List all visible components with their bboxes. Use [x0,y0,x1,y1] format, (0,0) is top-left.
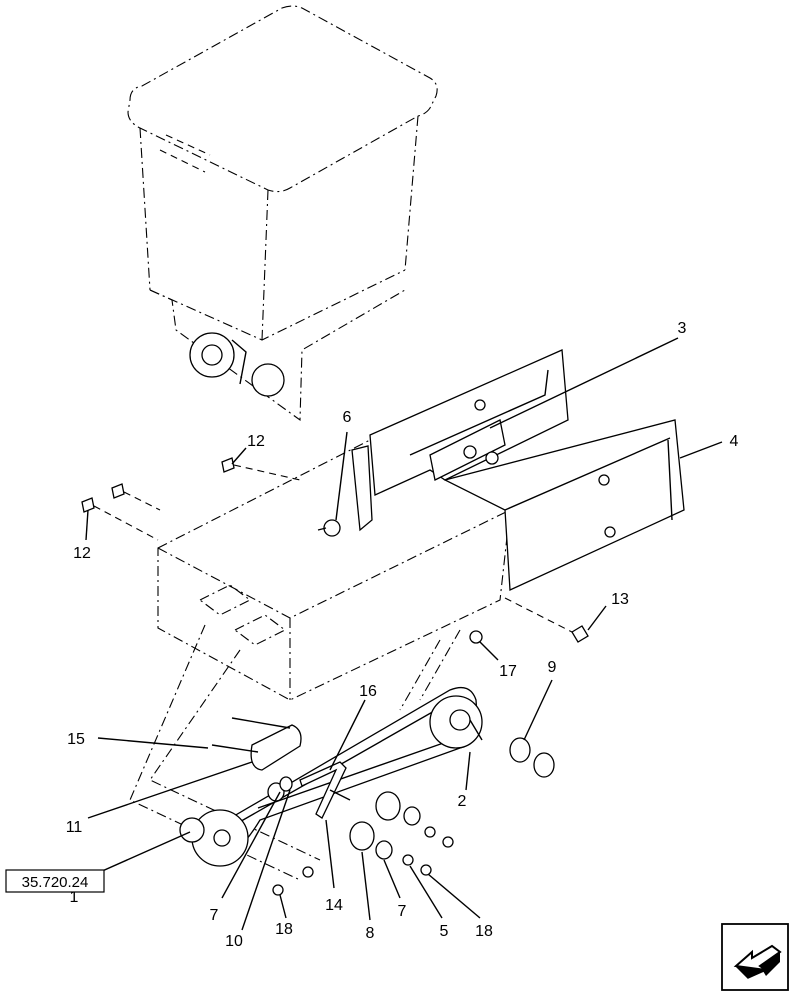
sprocket-1 [179,809,249,867]
idler-arm-14 [299,761,351,819]
callout-labels: 3 4 6 12 12 13 17 9 16 15 11 2 1 7 10 18… [66,320,739,950]
reference-label: 35.720.24 [22,874,89,891]
bolts-12 [81,457,301,541]
spring-plate-6 [317,445,373,537]
callout-18a: 18 [275,921,293,938]
side-plate-4 [443,419,685,591]
callout-17: 17 [499,663,517,680]
callout-2: 2 [458,793,467,810]
next-page-arrow-icon[interactable] [721,923,789,991]
callout-7b: 7 [398,903,407,920]
bolt-13 [504,597,589,643]
washers-7 [267,782,421,860]
hopper-phantom [127,5,438,422]
callout-11: 11 [66,819,83,836]
callout-9: 9 [548,659,557,676]
callout-13: 13 [611,591,629,608]
callout-4: 4 [730,433,739,450]
callout-12b: 12 [73,545,91,562]
sprocket-2 [429,695,483,749]
callout-6: 6 [343,409,352,426]
callout-16: 16 [359,683,377,700]
callout-15: 15 [67,731,85,748]
callout-12a: 12 [247,433,265,450]
bearings-9 [509,737,555,778]
callout-1: 1 [70,889,79,906]
nuts-5-18 [272,826,454,896]
mounting-frame-phantom [129,439,511,881]
callout-14: 14 [325,897,343,914]
spacer-10 [279,776,293,792]
callout-5: 5 [440,923,449,940]
callout-18b: 18 [475,923,493,940]
callout-10: 10 [225,933,243,950]
callout-7a: 7 [210,907,219,924]
nut-17 [469,630,483,644]
leader-lines [81,337,723,931]
callout-8: 8 [366,925,375,942]
callout-3: 3 [678,320,687,337]
rollers-8 [349,791,401,851]
idler-bracket-11 [211,717,302,771]
reference-box: 35.720.24 [5,869,105,893]
